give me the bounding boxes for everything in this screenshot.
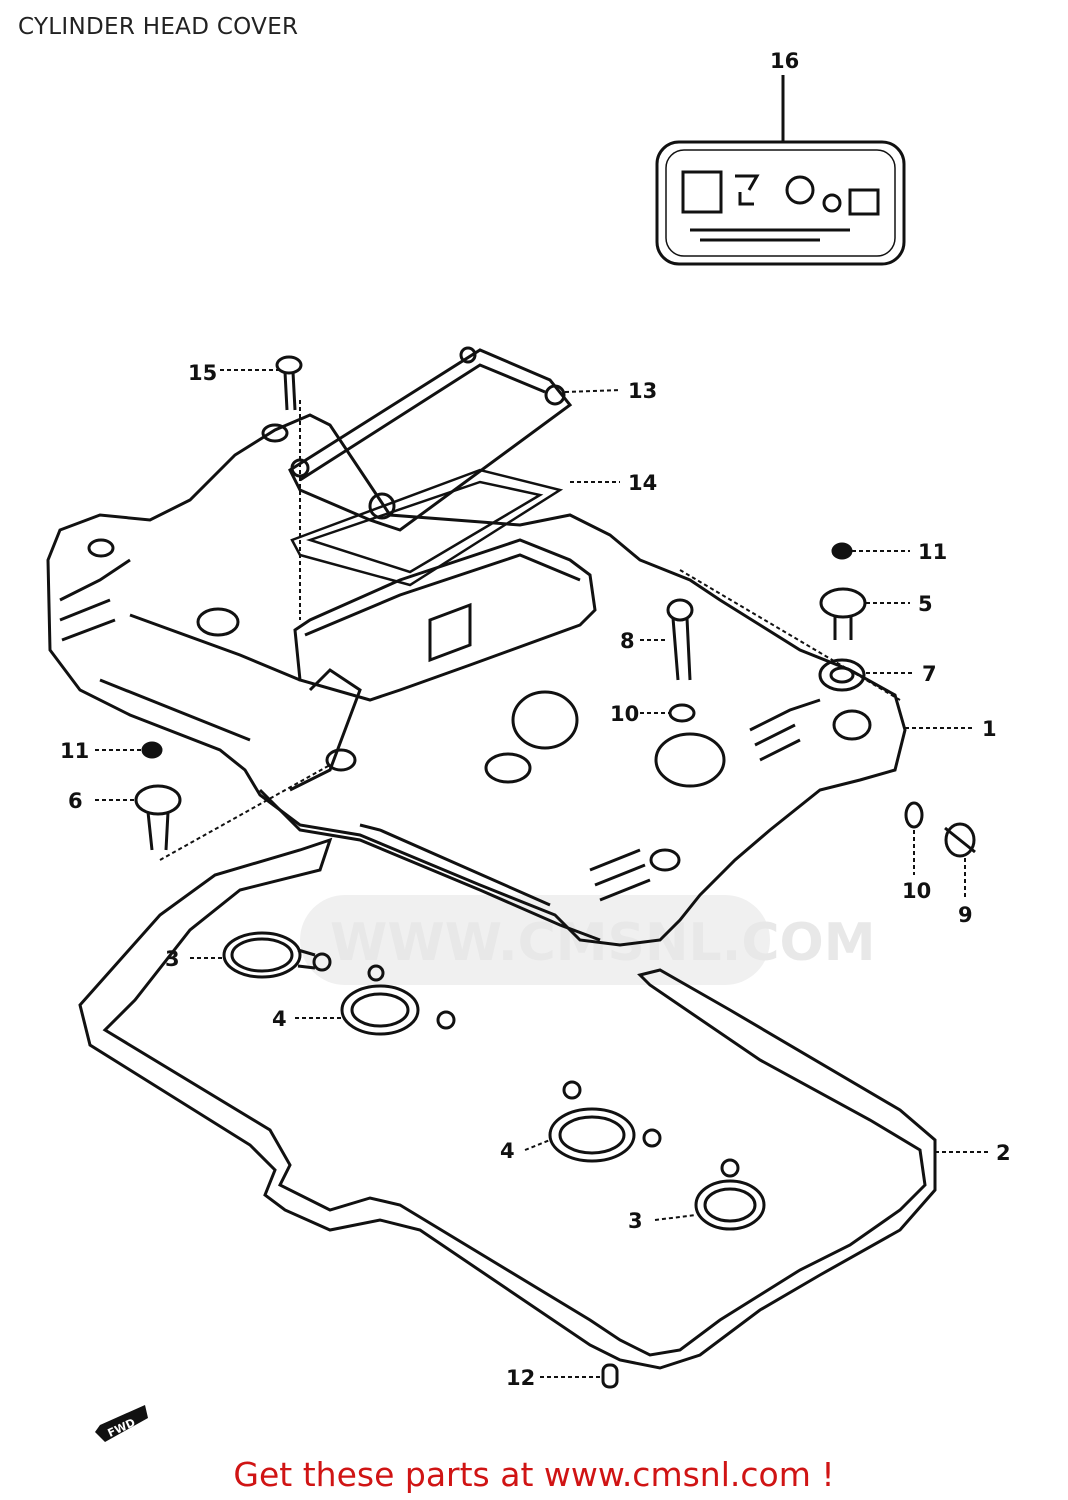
fasteners: [134, 355, 976, 1389]
leader-lines: [95, 369, 990, 1378]
footer-link-text[interactable]: Get these parts at www.cmsnl.com !: [233, 1455, 835, 1494]
callout-6: 6: [68, 789, 83, 813]
cylinder-head-cover-part: [46, 413, 907, 947]
callout-11-right: 11: [918, 540, 947, 564]
callout-5: 5: [918, 592, 933, 616]
callout-2: 2: [996, 1141, 1011, 1165]
callout-4-upper: 4: [272, 1007, 287, 1031]
plug-12: [601, 1363, 619, 1389]
callout-8: 8: [620, 629, 635, 653]
seal-3-upper: [222, 931, 332, 979]
cap-11-right: [831, 542, 853, 560]
page-title: CYLINDER HEAD COVER: [18, 14, 299, 40]
callout-16: 16: [770, 49, 799, 73]
callout-14: 14: [628, 471, 657, 495]
bolt-15: [275, 355, 303, 411]
cover-gasket-part: [78, 837, 937, 1370]
forward-arrow-icon: FWD: [95, 1405, 148, 1442]
callout-11-left: 11: [60, 739, 89, 763]
callout-10-right: 10: [902, 879, 931, 903]
bolt-5: [819, 587, 867, 640]
breather-cover-part: [288, 346, 573, 532]
callout-10-mid: 10: [610, 702, 639, 726]
seal-rings: [222, 931, 766, 1231]
washer-7: [818, 658, 866, 692]
washer-10-right: [904, 801, 924, 829]
parts-diagram: WWW.CMSNL.COM: [46, 49, 1011, 1442]
breather-gasket-part: [290, 468, 564, 587]
bolt-8: [666, 598, 694, 681]
callout-13: 13: [628, 379, 657, 403]
callout-3-lower: 3: [628, 1209, 643, 1233]
callout-labels: 16 15 13 14 11 5 8 7 10 1 11 6 10 9 3 4 …: [60, 49, 1011, 1390]
callout-7: 7: [922, 662, 937, 686]
callout-1: 1: [982, 717, 997, 741]
seal-3-lower: [694, 1158, 766, 1231]
callout-15: 15: [188, 361, 217, 385]
caution-label-part: [655, 75, 906, 266]
washer-10-mid: [668, 703, 696, 723]
callout-3-upper: 3: [165, 947, 180, 971]
seal-4-upper: [340, 964, 456, 1036]
bolt-6: [134, 784, 182, 851]
callout-9: 9: [958, 903, 973, 927]
bolt-9: [944, 822, 976, 858]
seal-4-lower: [548, 1080, 662, 1163]
callout-12: 12: [506, 1366, 535, 1390]
callout-4-lower: 4: [500, 1139, 515, 1163]
cap-11-left: [141, 741, 163, 759]
